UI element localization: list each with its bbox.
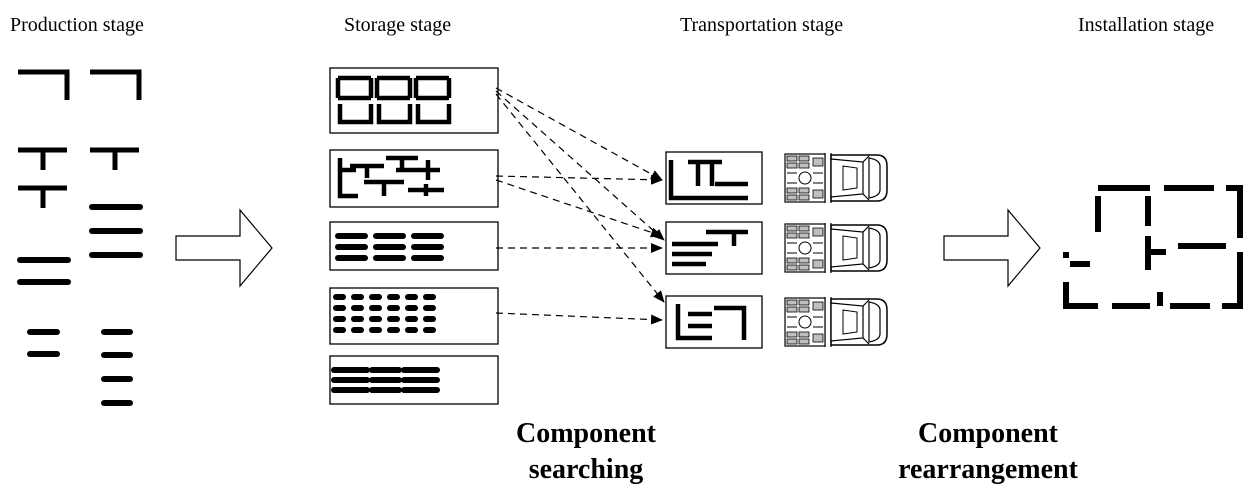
truck-2 xyxy=(665,221,888,275)
component-corner-2 xyxy=(90,69,142,100)
search-arrow-4 xyxy=(495,174,663,185)
component-tee-3 xyxy=(18,185,67,208)
rearrangement-caption-line2: rearrangement xyxy=(898,454,1078,485)
searching-caption-line1: Component xyxy=(515,418,656,449)
storage-stage-title: Storage stage xyxy=(344,14,452,36)
zone-2-components xyxy=(337,155,444,199)
zone-1-components xyxy=(335,75,452,125)
component-corner-1 xyxy=(18,69,70,100)
search-arrow-3 xyxy=(495,93,665,303)
component-rearrangement-caption: Component rearrangement xyxy=(838,416,1138,488)
zone-3-components xyxy=(335,233,444,261)
rearrangement-caption-line1: Component xyxy=(917,418,1058,449)
transportation-stage-title: Transportation stage xyxy=(680,14,844,36)
zone-4-components xyxy=(333,294,436,333)
zone-5-components xyxy=(331,367,440,393)
production-components xyxy=(18,69,142,208)
truck-1 xyxy=(665,151,888,205)
component-tee-1 xyxy=(18,147,67,170)
search-arrow-1 xyxy=(495,87,663,181)
production-bars xyxy=(17,204,143,406)
search-arrows xyxy=(495,87,665,325)
arrow-production-to-storage xyxy=(175,208,273,288)
searching-caption-line2: searching xyxy=(528,454,644,485)
truck-3 xyxy=(665,295,888,349)
arrow-transport-to-installation xyxy=(943,208,1041,288)
component-tee-2 xyxy=(90,147,139,170)
installation-stage-title: Installation stage xyxy=(1078,14,1215,36)
search-arrow-2 xyxy=(495,90,665,241)
installed-floor-plan xyxy=(1063,185,1243,309)
component-searching-caption: Component searching xyxy=(436,416,736,488)
search-arrow-5 xyxy=(495,179,663,238)
search-arrow-7 xyxy=(495,312,663,325)
production-stage-title: Production stage xyxy=(10,14,144,36)
